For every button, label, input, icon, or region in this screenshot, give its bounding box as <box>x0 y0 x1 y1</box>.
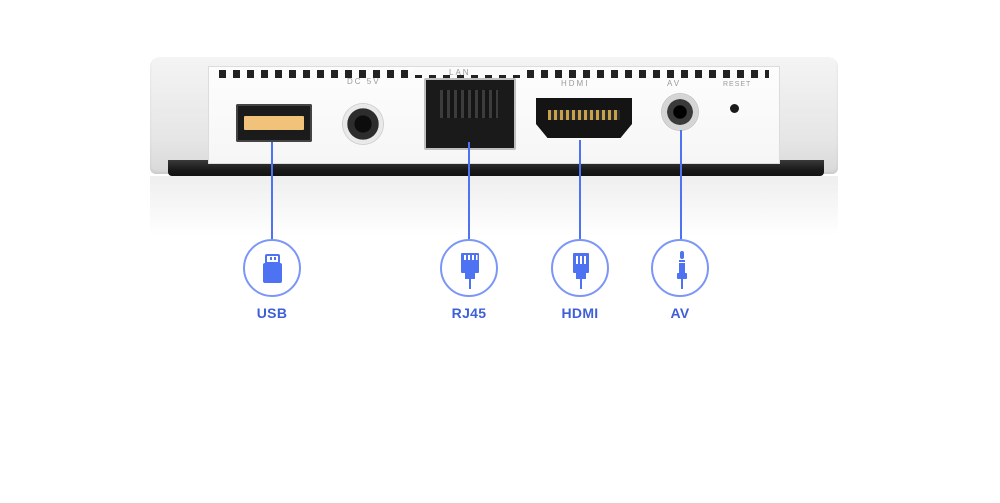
hdmi-contacts <box>548 110 620 120</box>
usb-port <box>236 104 312 142</box>
rj45-contacts <box>440 90 498 118</box>
vent-gap <box>414 67 524 75</box>
device-reflection <box>150 176 838 236</box>
hdmi-port <box>536 98 632 138</box>
hdmi-callout-line <box>579 140 581 240</box>
dc-port-label: DC 5V <box>347 77 381 86</box>
av-callout-line <box>680 130 682 240</box>
hdmi-badge <box>551 239 609 297</box>
usb-connector-icon <box>263 254 282 283</box>
device-base <box>168 160 824 176</box>
hdmi-port-label: HDMI <box>561 79 590 88</box>
av-label: AV <box>670 305 690 321</box>
av-badge <box>651 239 709 297</box>
av-port-label: AV <box>667 79 682 88</box>
rj45-connector-icon <box>461 253 479 289</box>
lan-port-label: LAN <box>449 68 471 77</box>
hdmi-connector-icon <box>573 253 589 289</box>
rj45-badge <box>440 239 498 297</box>
usb-badge <box>243 239 301 297</box>
usb-callout-line <box>271 142 273 240</box>
rj45-label: RJ45 <box>451 305 487 321</box>
rj45-port <box>424 78 516 150</box>
dc-power-port <box>343 104 383 144</box>
rj45-callout-line <box>468 142 470 240</box>
hdmi-label: HDMI <box>561 305 599 321</box>
usb-tongue <box>244 116 304 130</box>
av-port <box>662 94 698 130</box>
usb-label: USB <box>256 305 288 321</box>
reset-hole <box>730 104 739 113</box>
av-jack-icon <box>677 251 687 289</box>
reset-label: RESET <box>723 81 752 88</box>
